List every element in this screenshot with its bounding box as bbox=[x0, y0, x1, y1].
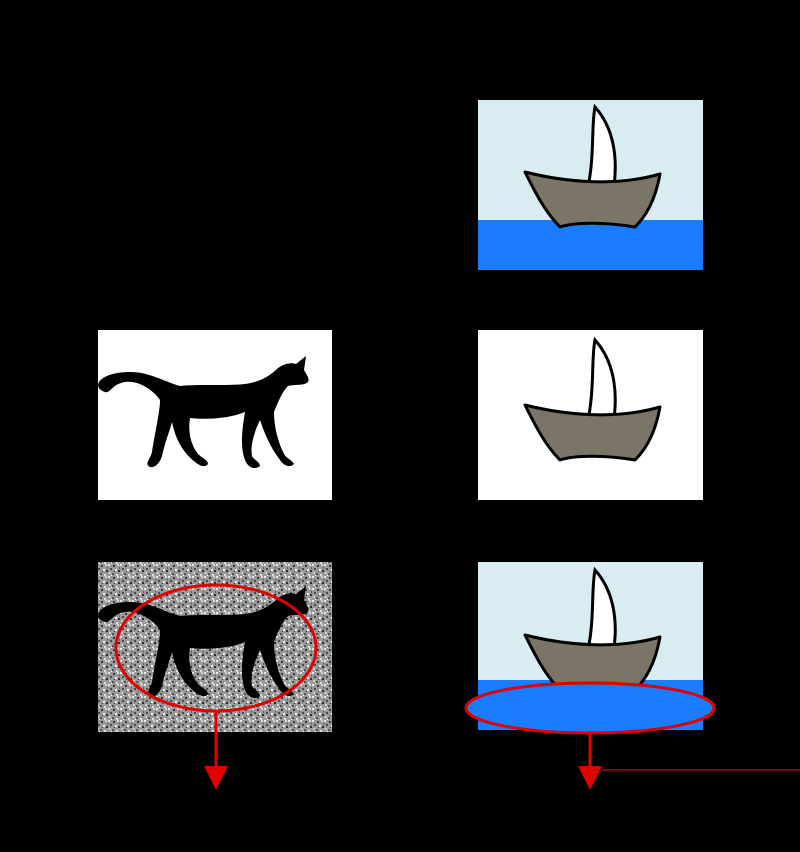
boat-arrow bbox=[578, 734, 800, 790]
panel-boat-no-background bbox=[478, 330, 703, 500]
panel-boat-with-background bbox=[478, 100, 703, 270]
panel-cat-clean bbox=[98, 330, 332, 500]
highlight-ellipse-water bbox=[464, 681, 716, 735]
cat-arrow bbox=[204, 712, 228, 790]
down-arrow-icon bbox=[204, 766, 228, 790]
water-area bbox=[478, 220, 703, 270]
panel-cat-noisy bbox=[98, 562, 332, 732]
highlight-ellipse-cat bbox=[114, 583, 318, 713]
down-arrow-icon bbox=[578, 766, 602, 790]
